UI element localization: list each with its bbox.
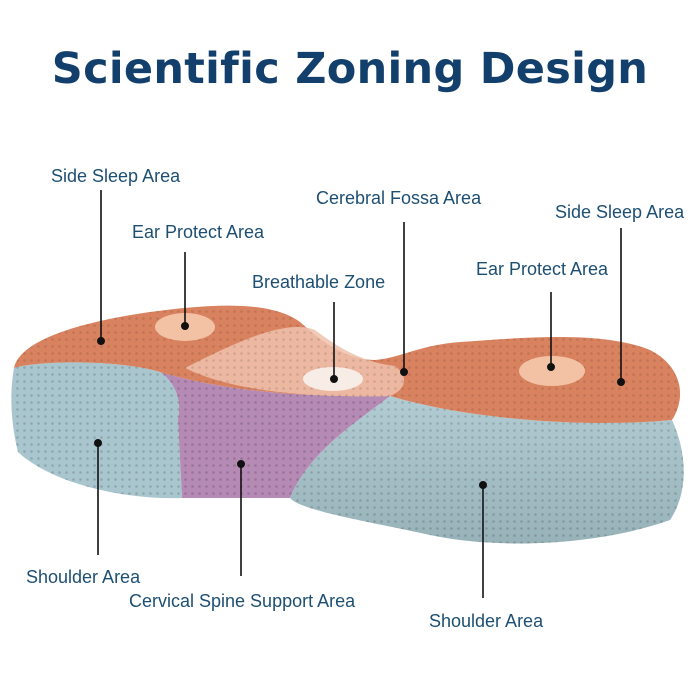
ear-spot-right bbox=[519, 356, 585, 386]
label-breathable-zone: Breathable Zone bbox=[252, 272, 386, 292]
label-cervical-spine: Cervical Spine Support Area bbox=[129, 591, 356, 611]
label-ear-protect-right: Ear Protect Area bbox=[476, 259, 609, 279]
label-side-sleep-right: Side Sleep Area bbox=[555, 202, 685, 222]
leader-lines bbox=[94, 190, 625, 598]
label-ear-protect-left: Ear Protect Area bbox=[132, 222, 265, 242]
pillow-foam bbox=[11, 305, 684, 544]
page-title: Scientific Zoning Design bbox=[51, 44, 649, 94]
label-shoulder-right: Shoulder Area bbox=[429, 611, 544, 631]
label-side-sleep-left: Side Sleep Area bbox=[51, 166, 181, 186]
label-cerebral-fossa: Cerebral Fossa Area bbox=[316, 188, 482, 208]
label-shoulder-left: Shoulder Area bbox=[26, 567, 141, 587]
